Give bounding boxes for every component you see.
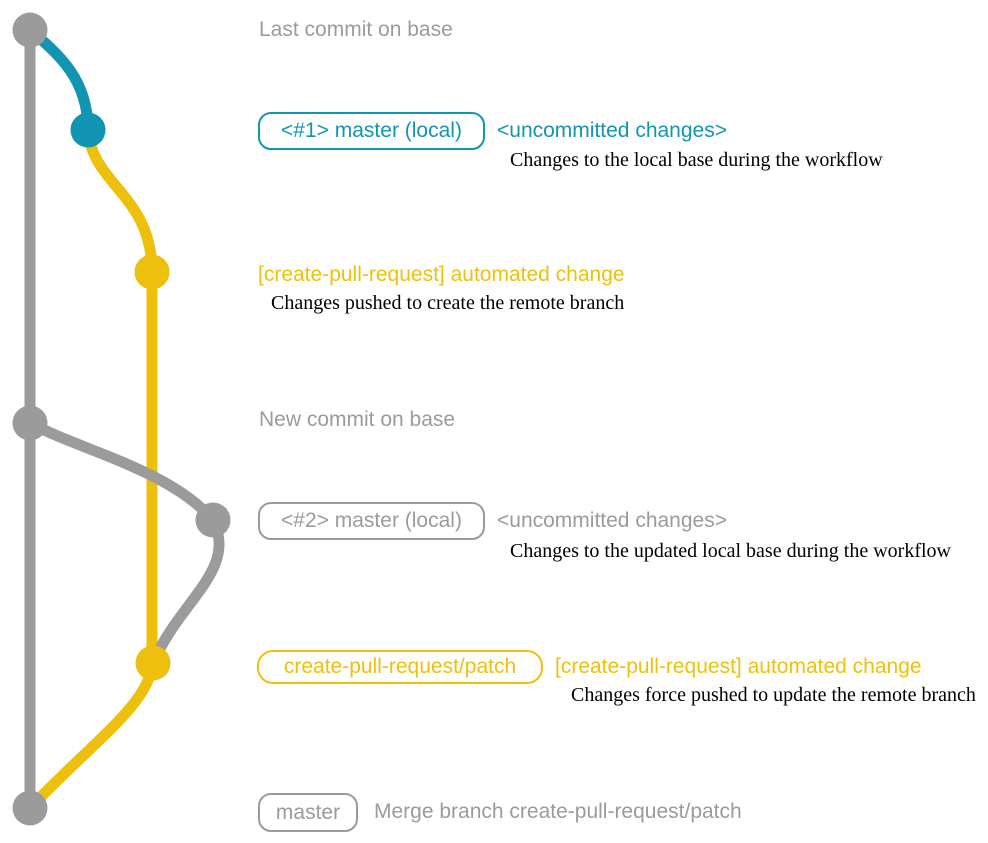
automated-change-2-desc: Changes force pushed to update the remot… [571,684,976,706]
branch-badge-master-local-2: <#2> master (local) [258,502,485,540]
commit-dot-uncommitted-1 [70,112,106,148]
uncommitted-changes-1-desc: Changes to the local base during the wor… [510,149,883,171]
branch-badge-master-label: master [275,800,341,824]
new-commit-label: New commit on base [259,408,456,431]
automated-change-2-title: [create-pull-request] automated change [555,655,922,678]
patch-merge-curve [24,657,159,814]
uncommitted-changes-2-desc: Changes to the updated local base during… [510,540,951,562]
branch-badge-patch-label: create-pull-request/patch [283,655,517,678]
commit-dot-uncommitted-2 [195,502,231,538]
force-push-curve [147,514,225,669]
branch-badge-patch: create-pull-request/patch [257,650,543,684]
branch-badge-master-local-1-label: <#1> master (local) [281,119,462,142]
commit-dot-automated-2 [135,645,171,681]
uncommitted-changes-2-title: <uncommitted changes> [497,509,727,532]
patch-branch-curve-1 [82,124,158,278]
uncommitted-branch-2-line [24,417,219,526]
commit-dot-new-base [12,405,48,441]
branch-badge-master-local-2-label: <#2> master (local) [281,509,462,532]
commit-dot-last-base [12,12,48,48]
commit-dot-automated-1 [134,254,170,290]
automated-change-1-desc: Changes pushed to create the remote bran… [271,292,625,314]
commit-dot-merge [12,790,48,826]
merge-branch-label: Merge branch create-pull-request/patch [374,800,742,823]
commit-graph [12,12,231,826]
branch-badge-master-local-1: <#1> master (local) [258,112,485,150]
uncommitted-changes-1-title: <uncommitted changes> [497,119,727,142]
automated-change-1-title: [create-pull-request] automated change [258,263,625,286]
last-commit-label: Last commit on base [259,18,453,41]
branch-badge-master: master [258,793,358,832]
